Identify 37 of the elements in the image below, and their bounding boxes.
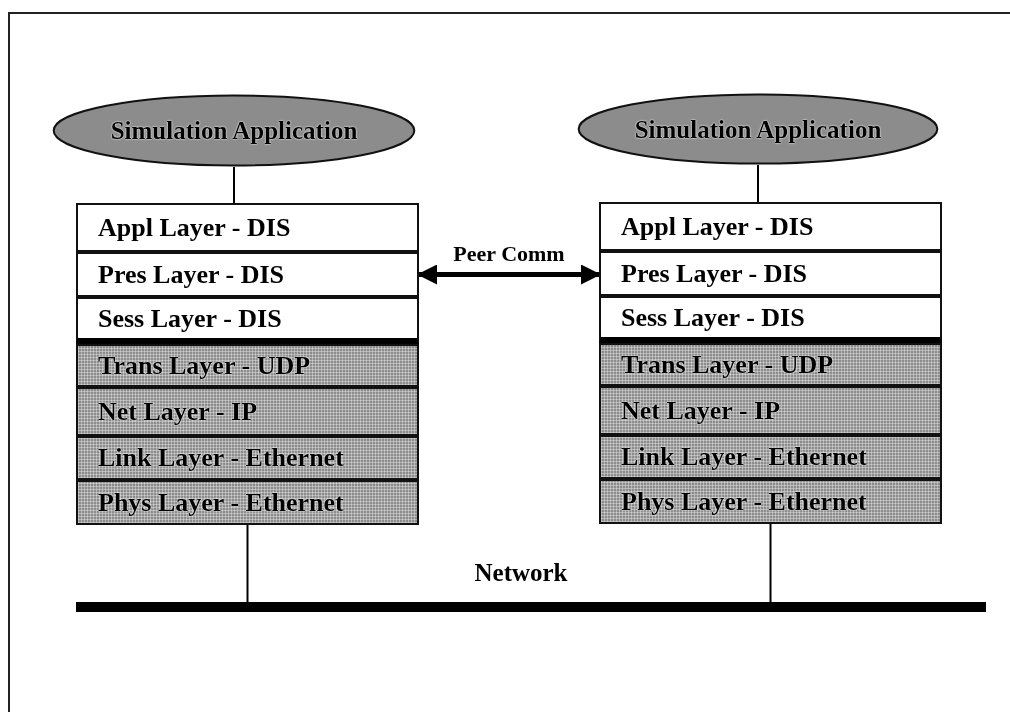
layer-label: Phys Layer - Ethernet xyxy=(621,488,867,515)
layer-label: Link Layer - Ethernet xyxy=(98,445,344,471)
shaded-layer-box xyxy=(599,479,942,524)
shaded-layer-box xyxy=(76,436,419,480)
layer-label: Trans Layer - UDP xyxy=(621,351,834,378)
layer-label: Appl Layer - DIS xyxy=(98,214,291,241)
double-arrow xyxy=(417,264,601,285)
shaded-layer-box xyxy=(76,480,419,525)
shaded-layer-box xyxy=(599,343,942,386)
node-label: Simulation Application xyxy=(634,116,882,142)
shaded-layer-box xyxy=(76,344,419,387)
layer-box xyxy=(599,251,942,296)
layer-label: Trans Layer - UDP xyxy=(98,352,311,379)
network-label: Network xyxy=(474,559,568,587)
connector-line xyxy=(246,524,249,603)
connector-line xyxy=(769,523,772,603)
layer-label: Net Layer - IP xyxy=(621,397,781,424)
shaded-layer-box xyxy=(599,435,942,479)
layer-label: Phys Layer - Ethernet xyxy=(98,489,344,516)
layer-label: Pres Layer - DIS xyxy=(98,261,285,288)
shaded-layer-box xyxy=(599,386,942,435)
layer-label: Sess Layer - DIS xyxy=(621,304,805,331)
connector-line xyxy=(233,166,235,204)
layer-label: Appl Layer - DIS xyxy=(621,213,814,240)
ellipse-node xyxy=(575,93,941,165)
network-bar xyxy=(76,602,986,612)
layer-box xyxy=(76,203,419,252)
layer-label: Sess Layer - DIS xyxy=(98,305,282,332)
layer-label: Link Layer - Ethernet xyxy=(621,444,867,470)
connector-line xyxy=(757,164,759,203)
layer-box xyxy=(76,252,419,297)
ellipse-node xyxy=(50,94,418,167)
layer-box xyxy=(599,202,942,251)
layer-label: Pres Layer - DIS xyxy=(621,260,808,287)
layer-label: Net Layer - IP xyxy=(98,398,258,425)
node-label: Simulation Application xyxy=(110,118,358,143)
shaded-layer-box xyxy=(76,387,419,436)
